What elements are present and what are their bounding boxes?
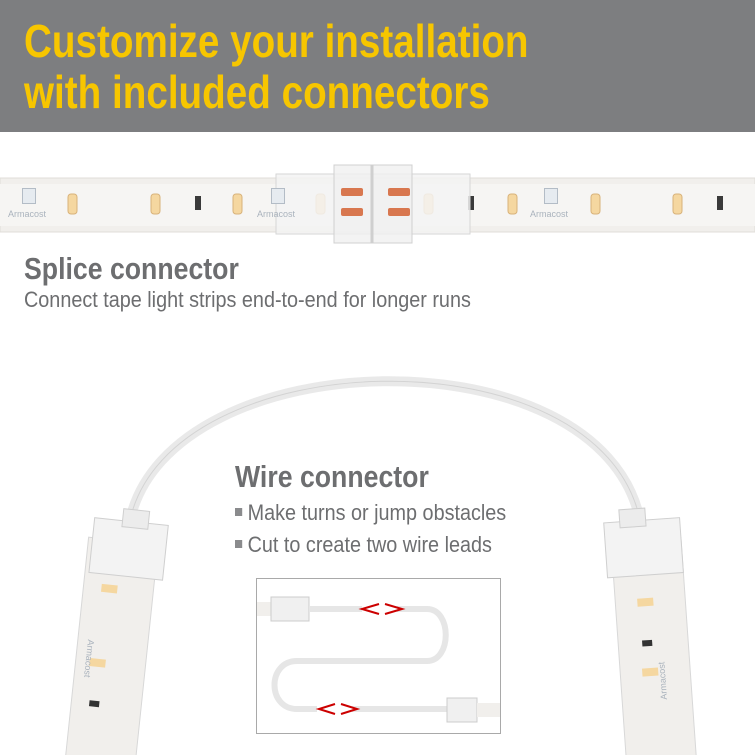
brand-logo-text: Armacost	[8, 209, 47, 219]
brand-logo-text: Armacost	[530, 209, 569, 219]
splice-description: Connect tape light strips end-to-end for…	[24, 287, 471, 312]
wire-bullet-2: Cut to create two wire leads	[235, 534, 492, 556]
left-tape-strip	[64, 508, 169, 755]
right-tape-strip	[603, 507, 698, 755]
armacost-logo-icon	[22, 188, 36, 204]
splice-connector	[275, 164, 471, 244]
inset-wire-illustration	[257, 596, 500, 723]
brand-logo-text: Armacost	[257, 209, 296, 219]
wire-bullet-1: Make turns or jump obstacles	[235, 502, 506, 524]
armacost-logo-icon	[271, 188, 285, 204]
splice-heading: Splice connector	[24, 251, 239, 286]
title-line-1: Customize your installation	[24, 15, 529, 67]
wire-connector-inset-photo	[256, 578, 501, 734]
title-line-2: with included connectors	[24, 66, 490, 118]
bullet-icon	[235, 508, 243, 517]
wire-heading: Wire connector	[235, 459, 429, 494]
header-banner: Customize your installation with include…	[0, 0, 755, 132]
bullet-icon	[235, 540, 243, 549]
armacost-logo-icon	[544, 188, 558, 204]
